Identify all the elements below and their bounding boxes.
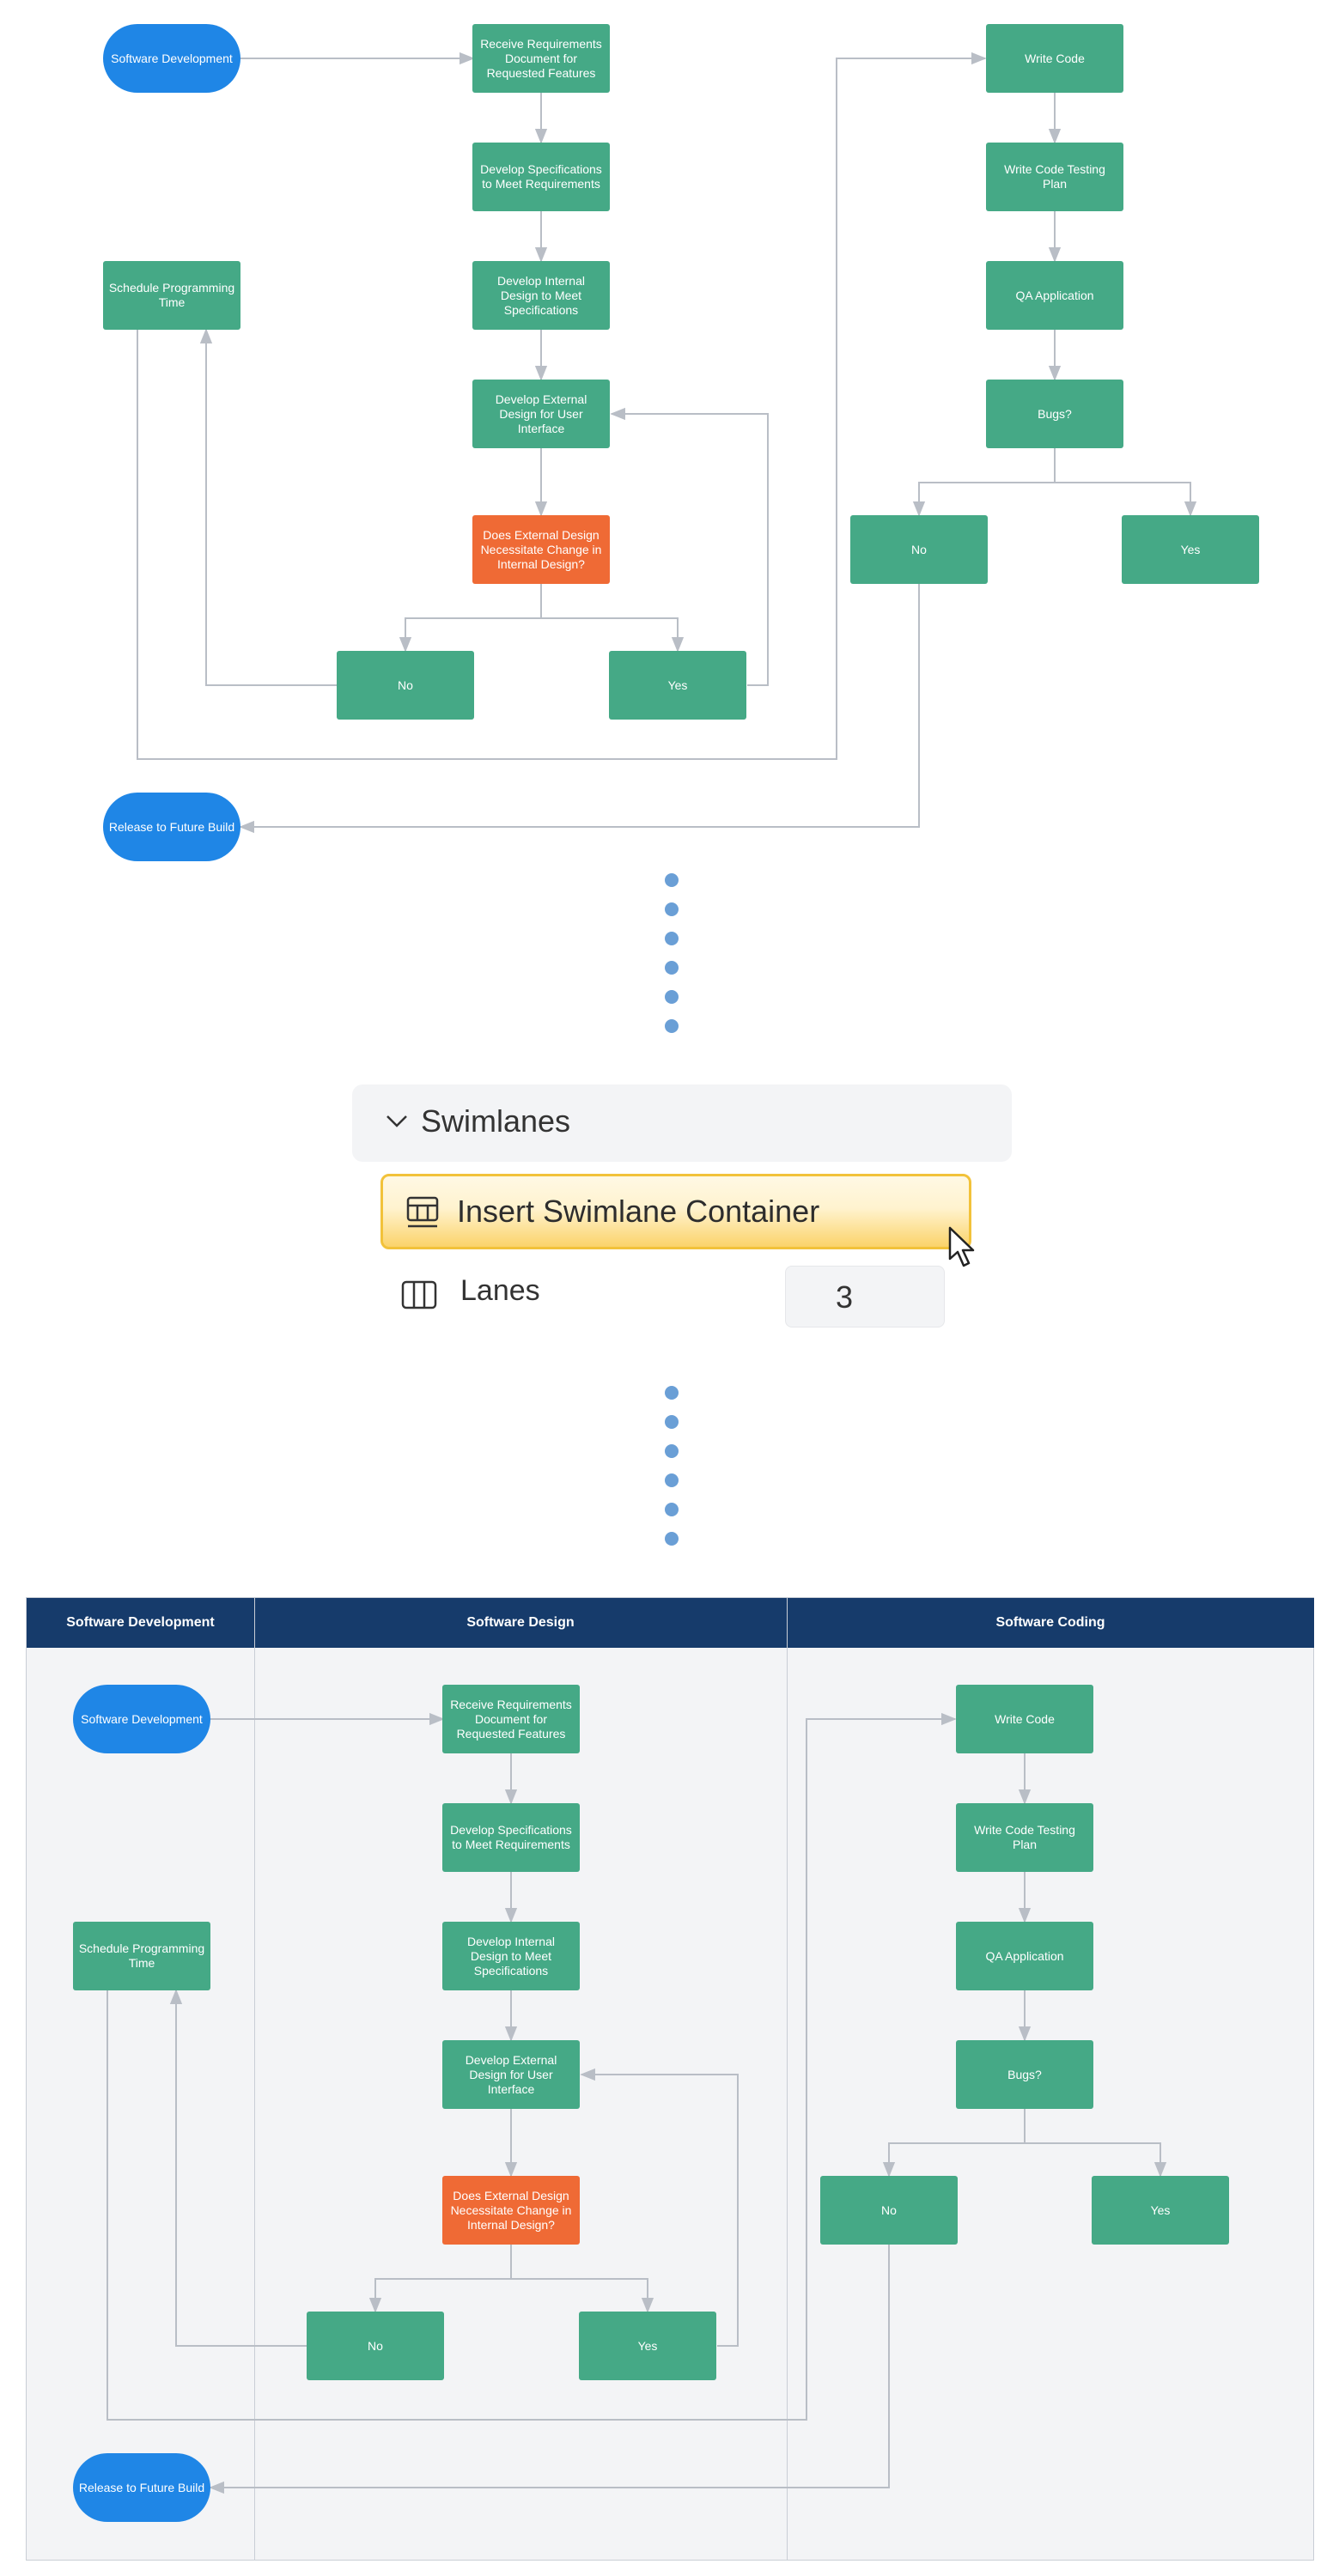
lane-header-software-design: Software Design (254, 1598, 787, 1648)
connector (239, 584, 920, 834)
lanes-label: Lanes (460, 1274, 540, 1307)
lane-header-software-coding: Software Coding (787, 1598, 1314, 1648)
connector (209, 2245, 890, 2494)
swimlane-insert-icon (406, 1196, 439, 1228)
separator-dot (665, 1415, 679, 1429)
design-no-branch: No (307, 2312, 444, 2380)
chevron-down-icon (387, 1115, 407, 1127)
separator-dot (665, 1444, 679, 1458)
release-future-build-end: Release to Future Build (73, 2453, 210, 2522)
software-development-start: Software Development (103, 24, 240, 93)
lane-divider (254, 1598, 255, 2560)
separator-dot (665, 961, 679, 975)
release-future-build-end: Release to Future Build (103, 793, 240, 861)
bugs-decision: Bugs? (956, 2040, 1093, 2109)
connector (610, 407, 769, 686)
develop-specifications-step: Develop Specifications to Meet Requireme… (472, 143, 610, 211)
lanes-icon (401, 1280, 437, 1309)
write-code-step: Write Code (986, 24, 1123, 93)
external-design-decision: Does External Design Necessitate Change … (442, 2176, 580, 2245)
bugs-yes-branch: Yes (1122, 515, 1259, 584)
develop-internal-design-step: Develop Internal Design to Meet Specific… (472, 261, 610, 330)
connector (882, 2109, 1026, 2178)
connector (107, 1712, 957, 2421)
separator-dot (665, 932, 679, 945)
connector (1025, 2142, 1167, 2178)
separator-dot (665, 1503, 679, 1516)
qa-application-step: QA Application (956, 1922, 1093, 1990)
external-design-decision: Does External Design Necessitate Change … (472, 515, 610, 584)
separator-dot (665, 902, 679, 916)
mouse-cursor-icon (948, 1226, 975, 1267)
develop-specifications-step: Develop Specifications to Meet Requireme… (442, 1803, 580, 1872)
lanes-count-input[interactable]: 3 (785, 1266, 945, 1327)
separator-dot (665, 1386, 679, 1400)
develop-external-design-step: Develop External Design for User Interfa… (442, 2040, 580, 2109)
connectors-top (137, 52, 1197, 834)
write-code-testing-plan-step: Write Code Testing Plan (956, 1803, 1093, 1872)
lanes-setting-row: Lanes 3 (397, 1264, 946, 1327)
qa-application-step: QA Application (986, 261, 1123, 330)
receive-requirements-step: Receive Requirements Document for Reques… (472, 24, 610, 93)
bugs-decision: Bugs? (986, 380, 1123, 448)
software-development-start: Software Development (73, 1685, 210, 1753)
insert-swimlane-container-label: Insert Swimlane Container (457, 1194, 820, 1229)
separator-dot (665, 873, 679, 887)
bugs-no-branch: No (820, 2176, 958, 2245)
swimlanes-section-title: Swimlanes (421, 1103, 571, 1139)
develop-external-design-step: Develop External Design for User Interfa… (472, 380, 610, 448)
design-yes-branch: Yes (609, 651, 746, 720)
write-code-testing-plan-step: Write Code Testing Plan (986, 143, 1123, 211)
swimlanes-section-header[interactable]: Swimlanes (352, 1084, 1012, 1162)
bugs-no-branch: No (850, 515, 988, 584)
bugs-yes-branch: Yes (1092, 2176, 1229, 2245)
connector (137, 52, 987, 760)
connector (541, 617, 685, 653)
connector (580, 2068, 739, 2347)
connector (1055, 482, 1197, 517)
flowchart-plain: Software Development Receive Requirement… (0, 0, 1333, 867)
separator-dot (665, 990, 679, 1004)
receive-requirements-step: Receive Requirements Document for Reques… (442, 1685, 580, 1753)
lane-header-software-development: Software Development (27, 1598, 254, 1648)
connector (368, 2245, 512, 2313)
insert-swimlane-container-button[interactable]: Insert Swimlane Container (380, 1174, 971, 1249)
connector (199, 328, 337, 686)
schedule-programming-step: Schedule Programming Time (103, 261, 240, 330)
separator-dot (665, 1019, 679, 1033)
write-code-step: Write Code (956, 1685, 1093, 1753)
schedule-programming-step: Schedule Programming Time (73, 1922, 210, 1990)
connector (169, 1989, 307, 2347)
separator-dot (665, 1473, 679, 1487)
design-yes-branch: Yes (579, 2312, 716, 2380)
develop-internal-design-step: Develop Internal Design to Meet Specific… (442, 1922, 580, 1990)
separator-dot (665, 1532, 679, 1546)
swimlane-container: Software Development Software Design Sof… (26, 1597, 1314, 2561)
connector (912, 448, 1056, 517)
connector (399, 584, 542, 653)
lane-divider (787, 1598, 788, 2560)
design-no-branch: No (337, 651, 474, 720)
connector (511, 2278, 654, 2313)
